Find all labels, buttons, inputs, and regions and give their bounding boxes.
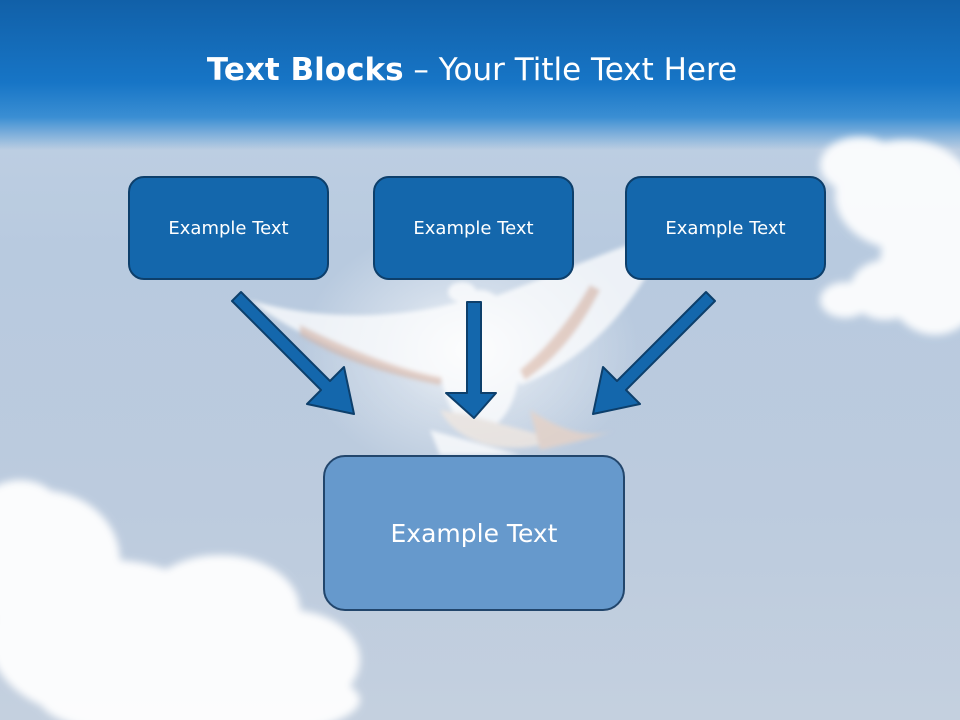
title-rest: Your Title Text Here	[438, 52, 738, 88]
title-dash: –	[403, 52, 439, 88]
example-text-box-1: Example Text	[128, 176, 329, 280]
center-text-box: Example Text	[323, 455, 625, 611]
center-text-label: Example Text	[390, 518, 558, 548]
cloud-image	[0, 480, 360, 720]
dove-image	[250, 230, 670, 455]
arrow-down-icon	[592, 291, 716, 415]
slide-title: Text Blocks – Your Title Text Here	[0, 52, 944, 88]
arrow-down-icon	[445, 301, 497, 419]
example-text-label: Example Text	[413, 217, 534, 239]
example-text-box-2: Example Text	[373, 176, 574, 280]
example-text-label: Example Text	[665, 217, 786, 239]
title-bar	[0, 0, 960, 150]
example-text-label: Example Text	[168, 217, 289, 239]
example-text-box-3: Example Text	[625, 176, 826, 280]
title-bold: Text Blocks	[206, 52, 404, 88]
cloud-image	[820, 137, 960, 335]
arrow-down-icon	[231, 291, 355, 415]
